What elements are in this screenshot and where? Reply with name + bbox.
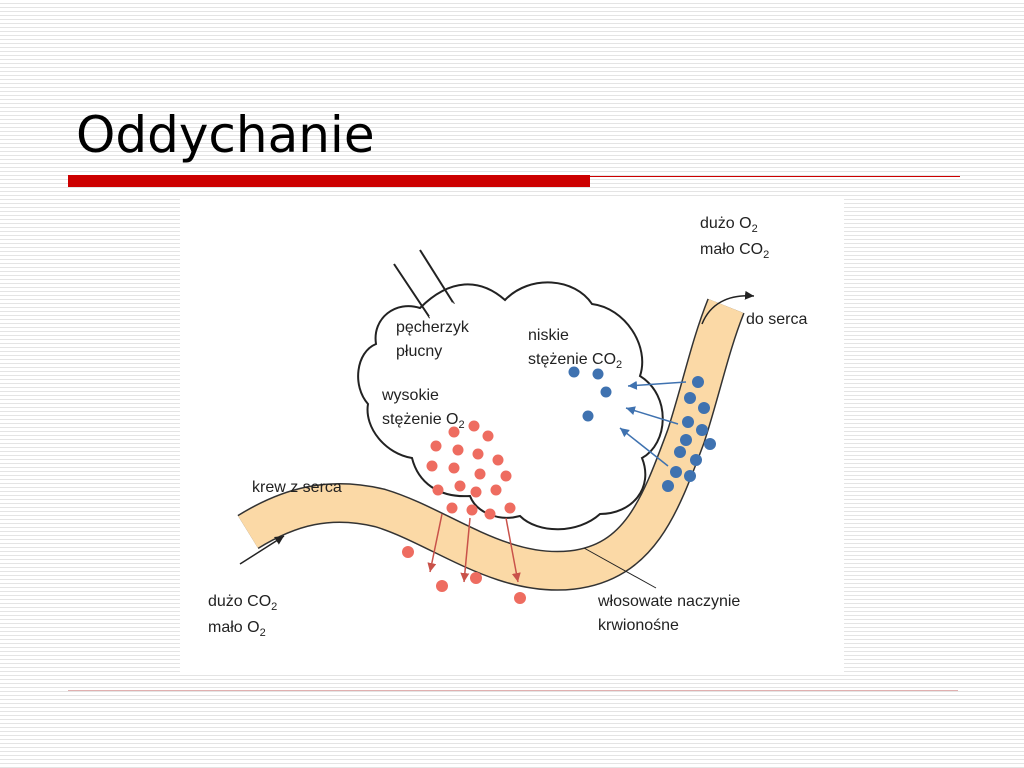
low-co2-label: niskie stężenie CO2 xyxy=(528,327,622,371)
diagram-canvas: pęcherzyk płucny wysokie stężenie O2 nis… xyxy=(208,215,807,639)
blood-out-arrow xyxy=(701,290,755,325)
title-thin-rule xyxy=(590,176,960,177)
title-accent-bar xyxy=(68,175,590,187)
bronchiole-wall-left xyxy=(393,263,431,319)
oxygen-diffusion-arrows xyxy=(427,513,521,583)
slide-title: Oddychanie xyxy=(76,106,375,164)
co2-molecules-vessel xyxy=(662,376,716,492)
co2-diffusion-arrows xyxy=(619,380,687,467)
oxygen-molecules-alveolus xyxy=(426,420,516,520)
footer-rule xyxy=(68,690,958,691)
to-heart-label: do serca xyxy=(746,311,807,328)
from-heart-label: krew z serca xyxy=(252,479,342,496)
oxygen-molecules-vessel xyxy=(402,546,526,604)
alveolus-label: pęcherzyk płucny xyxy=(396,319,473,360)
blood-in-arrow xyxy=(239,535,285,565)
bronchiole-wall-right xyxy=(419,249,455,305)
capillary-label: włosowate naczynie krwionośne xyxy=(597,593,745,634)
outflow-gas-label: dużo O2 mało CO2 xyxy=(700,215,769,261)
bronchiole-gap xyxy=(428,302,456,320)
inflow-gas-label: dużo CO2 mało O2 xyxy=(208,593,282,639)
capillary-lumen xyxy=(238,299,744,590)
high-o2-label: wysokie stężenie O2 xyxy=(381,387,465,431)
capillary-pointer-line xyxy=(583,547,657,589)
co2-molecules-alveolus xyxy=(568,366,612,422)
gas-exchange-diagram: pęcherzyk płucny wysokie stężenie O2 nis… xyxy=(180,196,844,672)
